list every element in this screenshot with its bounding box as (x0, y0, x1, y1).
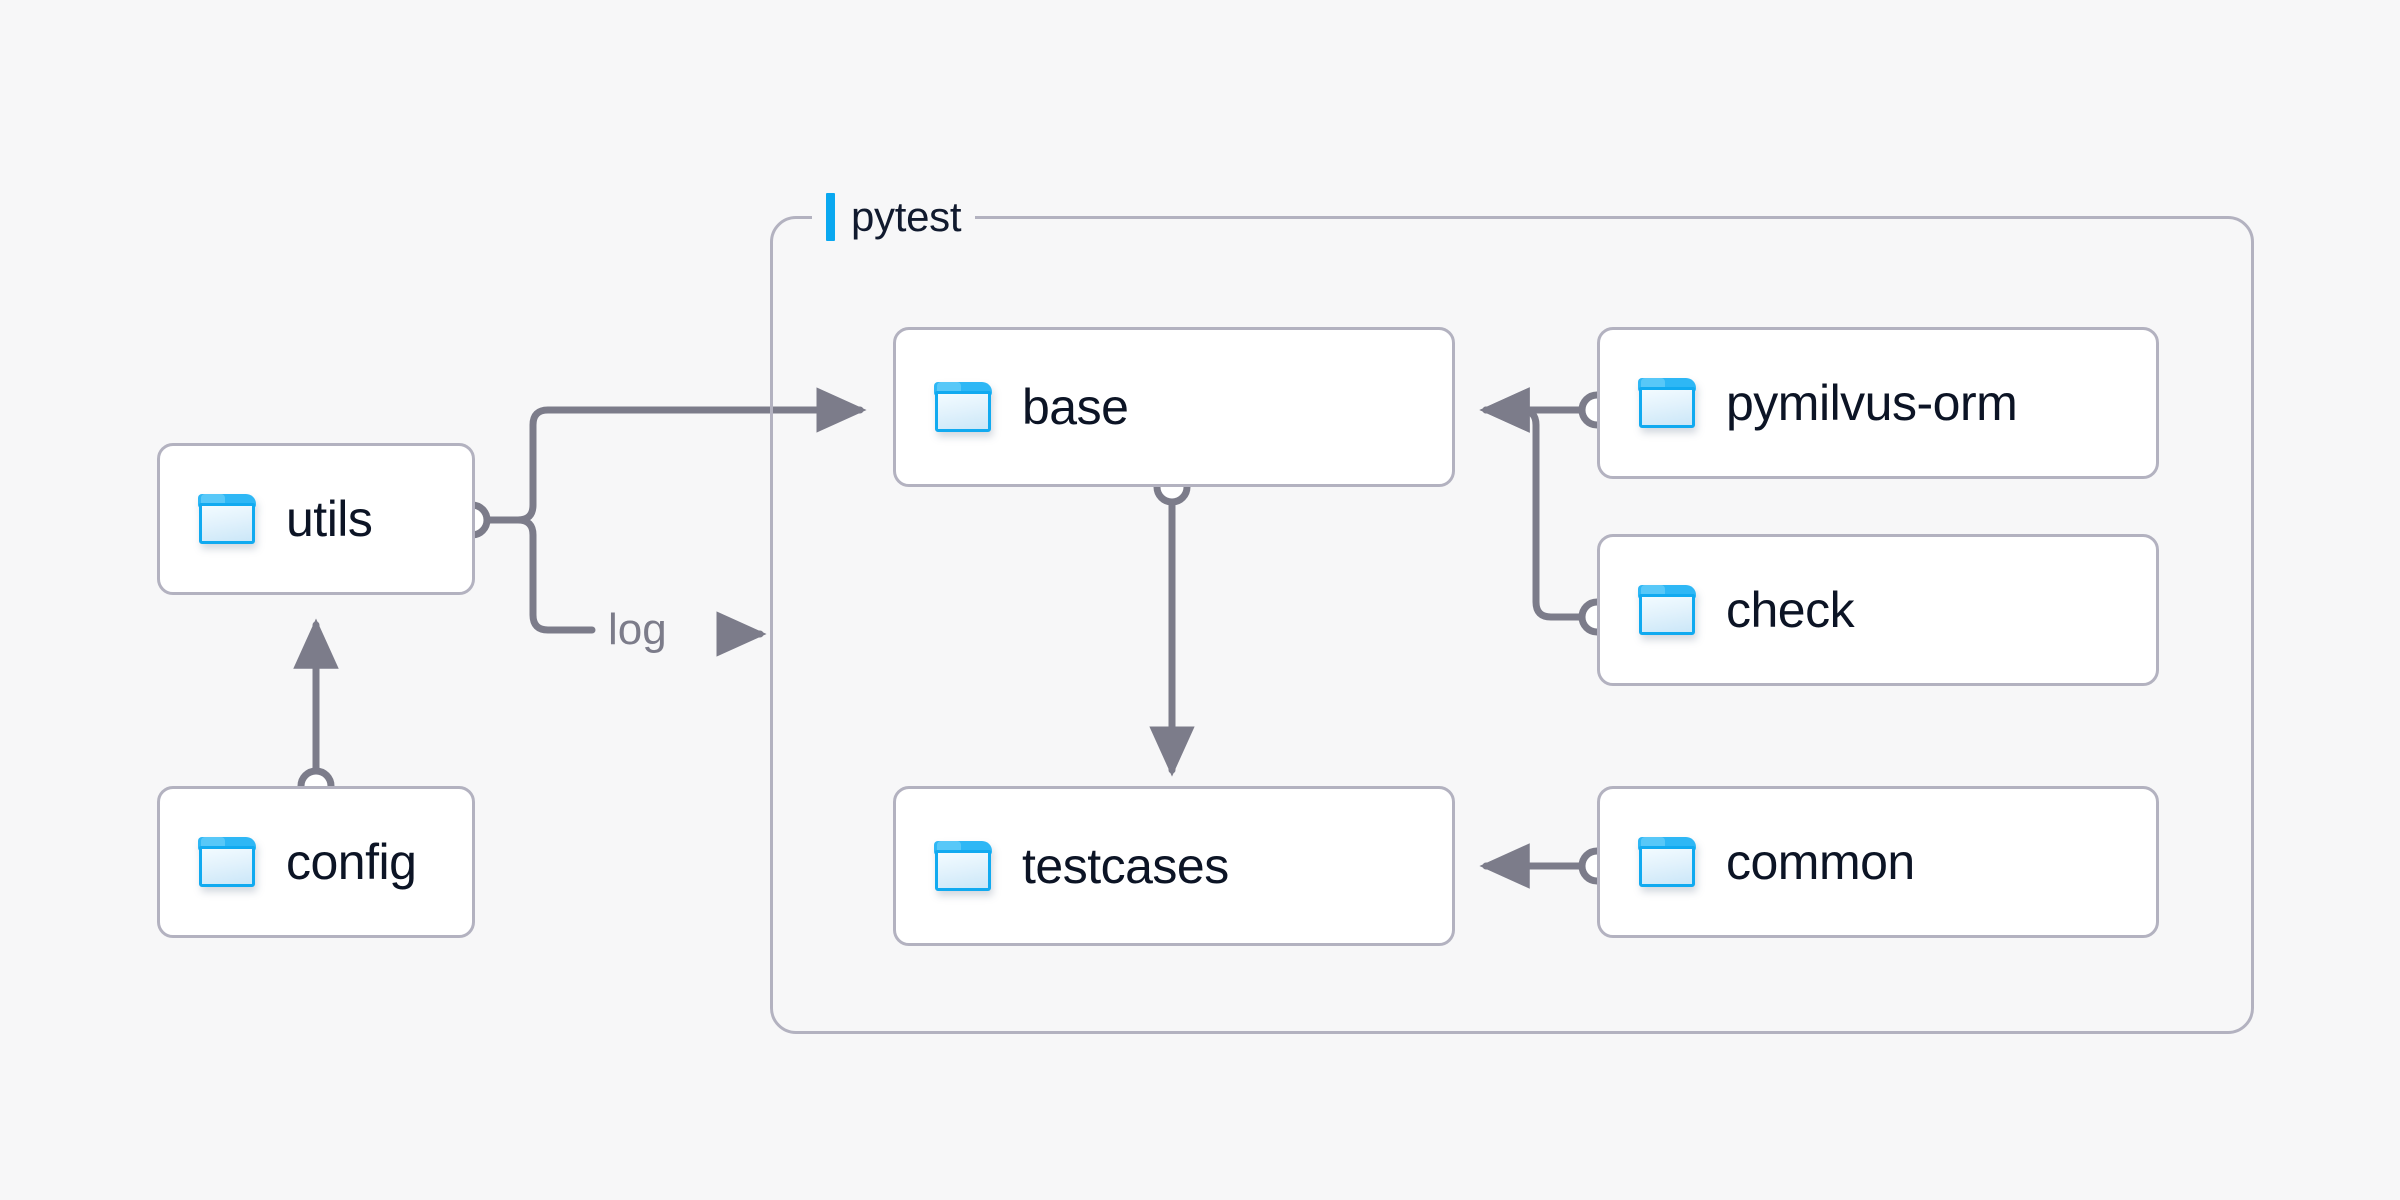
node-pymilvus-orm-label: pymilvus-orm (1726, 375, 2018, 431)
node-utils-label: utils (286, 491, 373, 547)
node-check-label: check (1726, 582, 1855, 638)
node-config-label: config (286, 834, 417, 890)
node-testcases-label: testcases (1022, 838, 1229, 894)
node-base[interactable]: base (893, 327, 1455, 487)
folder-icon (198, 494, 256, 544)
folder-icon (934, 841, 992, 891)
edge-utils-to-log (483, 516, 596, 634)
group-pytest-title: pytest (812, 190, 976, 244)
folder-icon (1638, 378, 1696, 428)
node-utils[interactable]: utils (157, 443, 475, 595)
node-testcases[interactable]: testcases (893, 786, 1455, 946)
folder-icon (198, 837, 256, 887)
edge-label-log: log (608, 605, 667, 654)
group-accent-bar (826, 193, 835, 241)
group-pytest-label: pytest (851, 193, 962, 240)
folder-icon (1638, 585, 1696, 635)
node-config[interactable]: config (157, 786, 475, 938)
folder-icon (1638, 837, 1696, 887)
node-pymilvus-orm[interactable]: pymilvus-orm (1597, 327, 2159, 479)
node-common-label: common (1726, 834, 1915, 890)
folder-icon (934, 382, 992, 432)
node-check[interactable]: check (1597, 534, 2159, 686)
node-common[interactable]: common (1597, 786, 2159, 938)
group-pytest[interactable] (770, 216, 2254, 1034)
node-base-label: base (1022, 379, 1129, 435)
